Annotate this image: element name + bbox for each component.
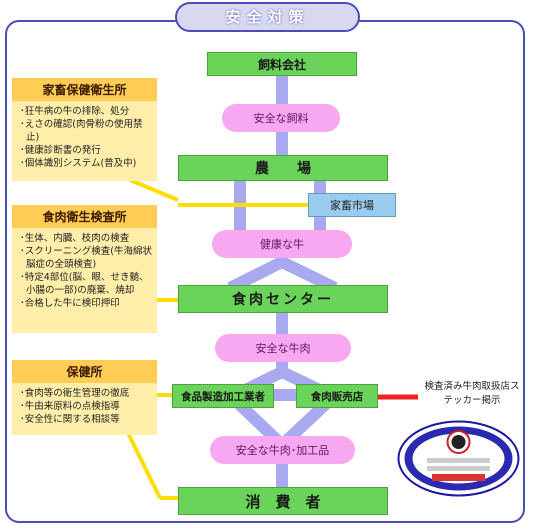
org-meat-hygiene-title: 食肉衛生検査所 (12, 205, 157, 228)
org-livestock-hygiene-list: ･狂牛病の牛の排除、処分 ･えさの確認(肉骨粉の使用禁止) ･健康診断書の発行 … (12, 105, 157, 170)
flow-diag-right (279, 256, 338, 294)
org-item: ･食肉等の衛生管理の徹底 (20, 388, 130, 399)
org-health-center-title: 保健所 (12, 360, 157, 383)
org-health-center: 保健所 ･食肉等の衛生管理の徹底 ･牛由来原料の点検指導 ･安全性に関する相談等 (12, 360, 157, 435)
org-item: ･個体識別システム(普及中) (20, 158, 137, 169)
org-item: ･特定4部位(脳、眼、せき髄、小腸の一部)の廃棄、焼却 (20, 272, 149, 296)
link-hygiene-farm (129, 178, 179, 202)
org-item: ･スクリーニング検査(牛海綿状脳症の全頭検査) (20, 246, 152, 270)
org-meat-hygiene: 食肉衛生検査所 ･生体、内臓、枝肉の検査 ･スクリーニング検査(牛海綿状脳症の全… (12, 205, 157, 333)
org-item: ･狂牛病の牛の排除、処分 (20, 106, 130, 117)
node-food-processor: 食品製造加工業者 (172, 384, 274, 408)
sticker-note: 検査済み牛肉取扱店ステッカー掲示 (424, 381, 520, 406)
node-farm: 農 場 (178, 155, 388, 181)
link-health-consumer-a (126, 432, 162, 499)
node-healthy-cattle: 健康な牛 (212, 230, 352, 258)
inspected-beef-sticker-image (397, 420, 520, 497)
node-meat-retailer: 食肉販売店 (296, 384, 378, 408)
org-item: ･えさの確認(肉骨粉の使用禁止) (20, 119, 143, 143)
org-item: ･健康診断書の発行 (20, 145, 101, 156)
node-feed-company: 飼料会社 (207, 52, 357, 76)
flow-diag-left (227, 256, 285, 294)
org-item: ･安全性に関する相談等 (20, 414, 120, 425)
node-meat-center: 食肉センター (178, 285, 388, 313)
org-livestock-hygiene-title: 家畜保健衛生所 (12, 78, 157, 101)
org-livestock-hygiene: 家畜保健衛生所 ･狂牛病の牛の排除、処分 ･えさの確認(肉骨粉の使用禁止) ･健… (12, 78, 157, 181)
node-safe-feed: 安全な飼料 (222, 104, 340, 132)
node-safe-beef-products: 安全な牛肉･加工品 (210, 436, 355, 464)
node-safe-beef: 安全な牛肉 (215, 334, 351, 362)
org-meat-hygiene-list: ･生体、内臓、枝肉の検査 ･スクリーニング検査(牛海綿状脳症の全頭検査) ･特定… (12, 232, 157, 310)
org-health-center-list: ･食肉等の衛生管理の徹底 ･牛由来原料の点検指導 ･安全性に関する相談等 (12, 387, 157, 426)
org-item: ･合格した牛に検印押印 (20, 298, 120, 309)
org-item: ･生体、内臓、枝肉の検査 (20, 233, 130, 244)
node-livestock-market: 家畜市場 (308, 193, 396, 217)
node-consumer: 消 費 者 (178, 487, 388, 515)
org-item: ･牛由来原料の点検指導 (20, 401, 120, 412)
diagram-title: 安全対策 (175, 2, 360, 32)
